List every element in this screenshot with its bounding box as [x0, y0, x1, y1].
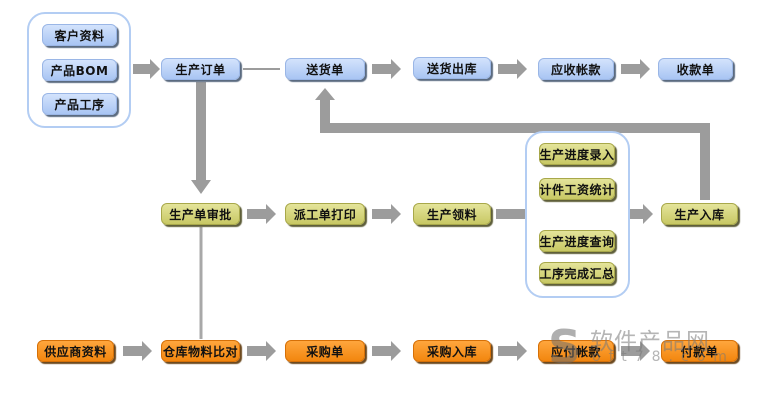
purchase-in-node[interactable]: 采购入库	[413, 340, 491, 362]
arrow-in-to-delivery	[315, 88, 710, 200]
arrow-delivery-to-out	[372, 59, 401, 79]
payment-node[interactable]: 付款单	[661, 340, 738, 362]
arrow-in-to-payables	[498, 341, 527, 361]
dispatch-print-node[interactable]: 派工单打印	[285, 203, 365, 225]
product-process-node[interactable]: 产品工序	[42, 93, 117, 115]
arrow-supplier-to-compare	[123, 341, 152, 361]
production-order-node[interactable]: 生产订单	[161, 58, 240, 80]
process-summary-node[interactable]: 工序完成汇总	[539, 262, 615, 284]
arrow-receivables-to-receipt	[621, 59, 650, 79]
arrow-approval-to-dispatch	[247, 204, 276, 224]
stock-compare-node[interactable]: 仓库物料比对	[161, 340, 240, 362]
progress-query-node[interactable]: 生产进度查询	[539, 230, 615, 252]
receipt-node[interactable]: 收款单	[658, 58, 733, 80]
progress-entry-node[interactable]: 生产进度录入	[539, 143, 615, 165]
order-approval-node[interactable]: 生产单审批	[161, 203, 240, 225]
receivables-node[interactable]: 应收帐款	[538, 58, 614, 80]
production-in-node[interactable]: 生产入库	[661, 203, 738, 225]
arrow-group-to-order	[133, 59, 160, 79]
arrow-po-to-in	[372, 341, 401, 361]
delivery-note-node[interactable]: 送货单	[285, 58, 365, 80]
piece-wage-node[interactable]: 计件工资统计	[539, 178, 615, 200]
material-pick-node[interactable]: 生产领料	[413, 203, 491, 225]
arrow-dispatch-to-pick	[372, 204, 401, 224]
arrow-out-to-receivables	[498, 59, 527, 79]
arrow-order-to-approval	[191, 82, 211, 194]
product-bom-node[interactable]: 产品BOM	[42, 59, 117, 81]
delivery-out-node[interactable]: 送货出库	[413, 57, 491, 79]
payables-node[interactable]: 应付帐款	[538, 340, 614, 362]
supplier-data-node[interactable]: 供应商资料	[37, 340, 114, 362]
purchase-order-node[interactable]: 采购单	[285, 340, 365, 362]
arrow-payables-to-payment	[621, 341, 650, 361]
arrow-compare-to-po	[247, 341, 276, 361]
customer-data-node[interactable]: 客户资料	[42, 24, 117, 46]
